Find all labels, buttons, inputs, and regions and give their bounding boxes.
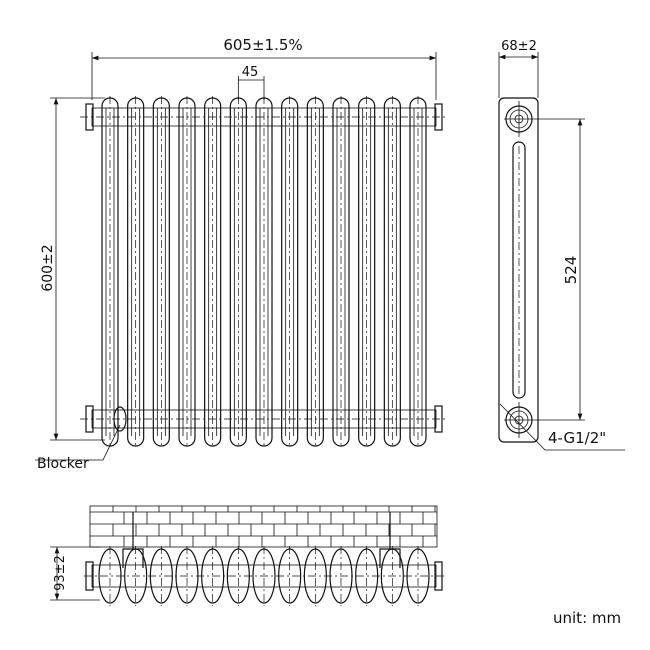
radiator-column <box>383 97 401 447</box>
radiator-column <box>152 97 170 447</box>
front-view <box>35 52 448 461</box>
top-view <box>50 505 444 606</box>
radiator-column <box>204 97 222 447</box>
height-dimension-label: 600±2 <box>40 244 56 291</box>
radiator-column <box>101 97 119 447</box>
unit-label: unit: mm <box>553 609 621 627</box>
spacing-dimension-label: 45 <box>242 65 259 80</box>
side-view <box>498 52 625 451</box>
radiator-column <box>255 97 273 447</box>
width-dimension-label: 605±1.5% <box>223 36 302 54</box>
connection-label: 4-G1/2" <box>548 429 606 447</box>
side-profile <box>498 97 539 443</box>
blocker-leader <box>35 424 121 461</box>
radiator-column <box>229 97 247 447</box>
radiator-column <box>281 97 299 447</box>
radiator-column <box>332 97 350 447</box>
radiator-column <box>306 97 324 447</box>
column-slot <box>512 141 526 399</box>
blocker-label: Blocker <box>37 456 89 472</box>
brick-wall <box>89 505 438 548</box>
radiator-column <box>127 97 145 447</box>
radiator-column <box>178 97 196 447</box>
radiator-column <box>358 97 376 447</box>
wall-bracket <box>122 548 144 568</box>
wall-gap-label: 93±2 <box>53 555 68 591</box>
blocker <box>113 406 127 432</box>
wall-bracket <box>379 548 401 568</box>
radiator-column <box>409 97 427 447</box>
connection-leader <box>499 403 625 451</box>
center-distance-label: 524 <box>562 256 580 285</box>
depth-dimension-label: 68±2 <box>501 39 537 54</box>
